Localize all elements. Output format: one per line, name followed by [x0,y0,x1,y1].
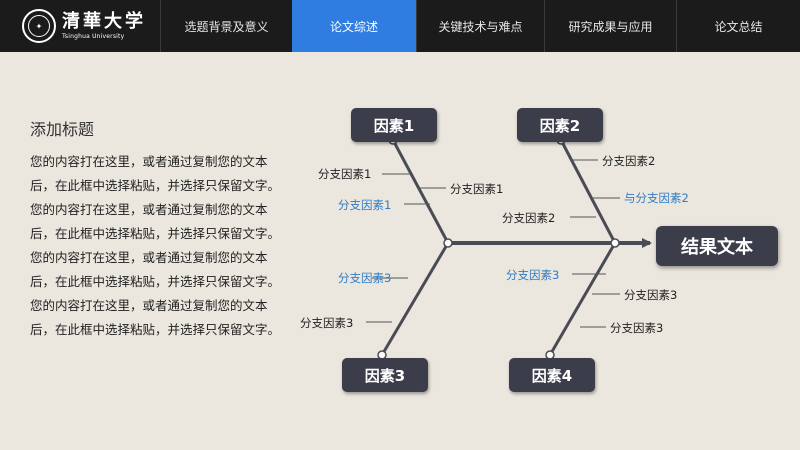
cause-box-factor2[interactable]: 因素2 [517,108,603,142]
cause-box-factor3[interactable]: 因素3 [342,358,428,392]
content-title: 添加标题 [30,120,95,139]
nav-tab-summary[interactable]: 论文总结 [676,0,800,52]
branch-label-f1c: 分支因素1 [338,198,392,212]
branch-label-f2c: 分支因素2 [502,211,556,225]
branch-label-f2a: 分支因素2 [602,154,656,168]
bone-factor2 [559,139,617,244]
bone-factor4 [548,242,617,356]
dot-spine-right [610,238,620,248]
university-logo[interactable]: ✦ 清華大学 Tsinghua University [0,0,160,52]
bone-factor3 [380,242,450,356]
branch-label-f4b: 分支因素3 [624,288,678,302]
cause-box-factor1[interactable]: 因素1 [351,108,437,142]
logo-name-en: Tsinghua University [62,32,125,40]
dot-spine-left [443,238,453,248]
seal-icon: ✦ [22,9,56,43]
branch-label-f1a: 分支因素1 [318,167,372,181]
nav-tab-literature-review[interactable]: 论文综述 [292,0,416,52]
bone-factor1 [391,139,450,244]
result-box[interactable]: 结果文本 [656,226,778,266]
top-navigation-bar: ✦ 清華大学 Tsinghua University 选题背景及意义 论文综述 … [0,0,800,52]
branch-label-f1b: 分支因素1 [450,182,504,196]
logo-name-cn: 清華大学 [62,10,146,32]
nav-tabs: 选题背景及意义 论文综述 关键技术与难点 研究成果与应用 论文总结 [160,0,800,52]
content-body-text: 您的内容打在这里，或者通过复制您的文本后，在此框中选择粘贴，并选择只保留文字。您… [30,154,281,337]
branch-label-f3b: 分支因素3 [300,316,354,330]
branch-label-f4a: 分支因素3 [506,268,560,282]
nav-tab-key-technology[interactable]: 关键技术与难点 [416,0,544,52]
nav-tab-research-results[interactable]: 研究成果与应用 [544,0,676,52]
nav-tab-background[interactable]: 选题背景及意义 [160,0,292,52]
cause-box-factor4[interactable]: 因素4 [509,358,595,392]
branch-label-f2b: 与分支因素2 [624,191,689,205]
branch-label-f3a: 分支因素3 [338,271,392,285]
branch-label-f4c: 分支因素3 [610,321,664,335]
